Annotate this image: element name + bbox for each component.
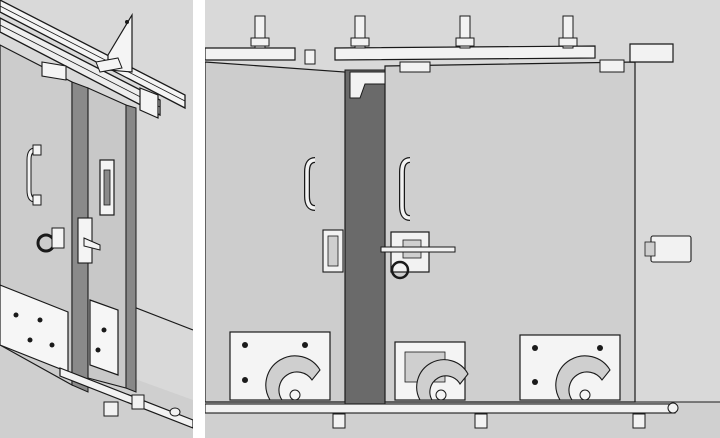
door-right <box>384 61 636 403</box>
floor-rail <box>59 367 193 429</box>
hanger-bracket <box>399 61 431 73</box>
plate-bolt <box>37 317 43 323</box>
latch-keeper-slot <box>327 235 339 267</box>
floor-rail-end <box>169 407 181 417</box>
track-left <box>205 47 296 61</box>
handle-mount-top <box>32 144 42 156</box>
plate-bolt <box>27 337 33 343</box>
right-elevation-panel <box>205 0 720 438</box>
lock-ring <box>390 260 410 280</box>
door-left <box>205 61 346 403</box>
floor-rail <box>205 403 676 414</box>
lock-bolt <box>380 246 456 253</box>
track-end-cap <box>139 87 159 119</box>
left-perspective-panel <box>0 0 193 438</box>
ring-pull-plate <box>51 227 65 249</box>
door-top-bracket <box>41 61 67 81</box>
ceiling-bracket <box>455 15 475 49</box>
floor-rail-end <box>667 402 679 414</box>
floor-guide <box>103 401 119 417</box>
door-handle-highlight <box>27 148 36 202</box>
plate-bolt <box>49 342 55 348</box>
elevation-illustration <box>205 0 720 438</box>
wall-latch-bolt <box>644 241 656 257</box>
ceiling-bracket <box>250 15 270 49</box>
bottom-guide-center <box>394 341 469 401</box>
floor-guide <box>131 394 145 410</box>
door-gap <box>344 69 386 406</box>
track-rail-lower-groove <box>0 24 161 108</box>
track-rail-lower <box>0 17 161 117</box>
bottom-plate-right <box>89 299 119 376</box>
ceiling-bracket <box>350 15 370 49</box>
bracket-bolt <box>125 20 129 24</box>
gap-stop-bracket <box>349 71 386 99</box>
hanger-roller <box>304 49 316 65</box>
bottom-guide-left <box>229 331 331 401</box>
plate-bolt <box>101 327 107 333</box>
perspective-illustration <box>0 0 193 438</box>
track-center <box>334 45 596 61</box>
door-handle-left-highlight <box>305 158 316 210</box>
floor-rail-anchor <box>332 413 346 429</box>
ceiling-bracket <box>558 15 578 49</box>
handle-mount-bottom <box>32 194 42 206</box>
hanger-bracket <box>599 59 625 73</box>
bottom-guide-right <box>519 334 621 401</box>
wall-latch <box>650 235 692 263</box>
plate-bolt <box>95 347 101 353</box>
floor-rail-anchor <box>632 413 646 429</box>
flush-pull-recess <box>103 169 111 206</box>
track-rail-groove <box>0 5 186 102</box>
plate-bolt <box>13 312 19 318</box>
track-end-stop <box>629 43 674 63</box>
bracket-base <box>95 57 123 73</box>
floor-rail-anchor <box>474 413 488 429</box>
door-second-edge <box>125 104 137 393</box>
latch-bar <box>83 237 101 251</box>
door-handle-right-highlight <box>400 158 411 220</box>
